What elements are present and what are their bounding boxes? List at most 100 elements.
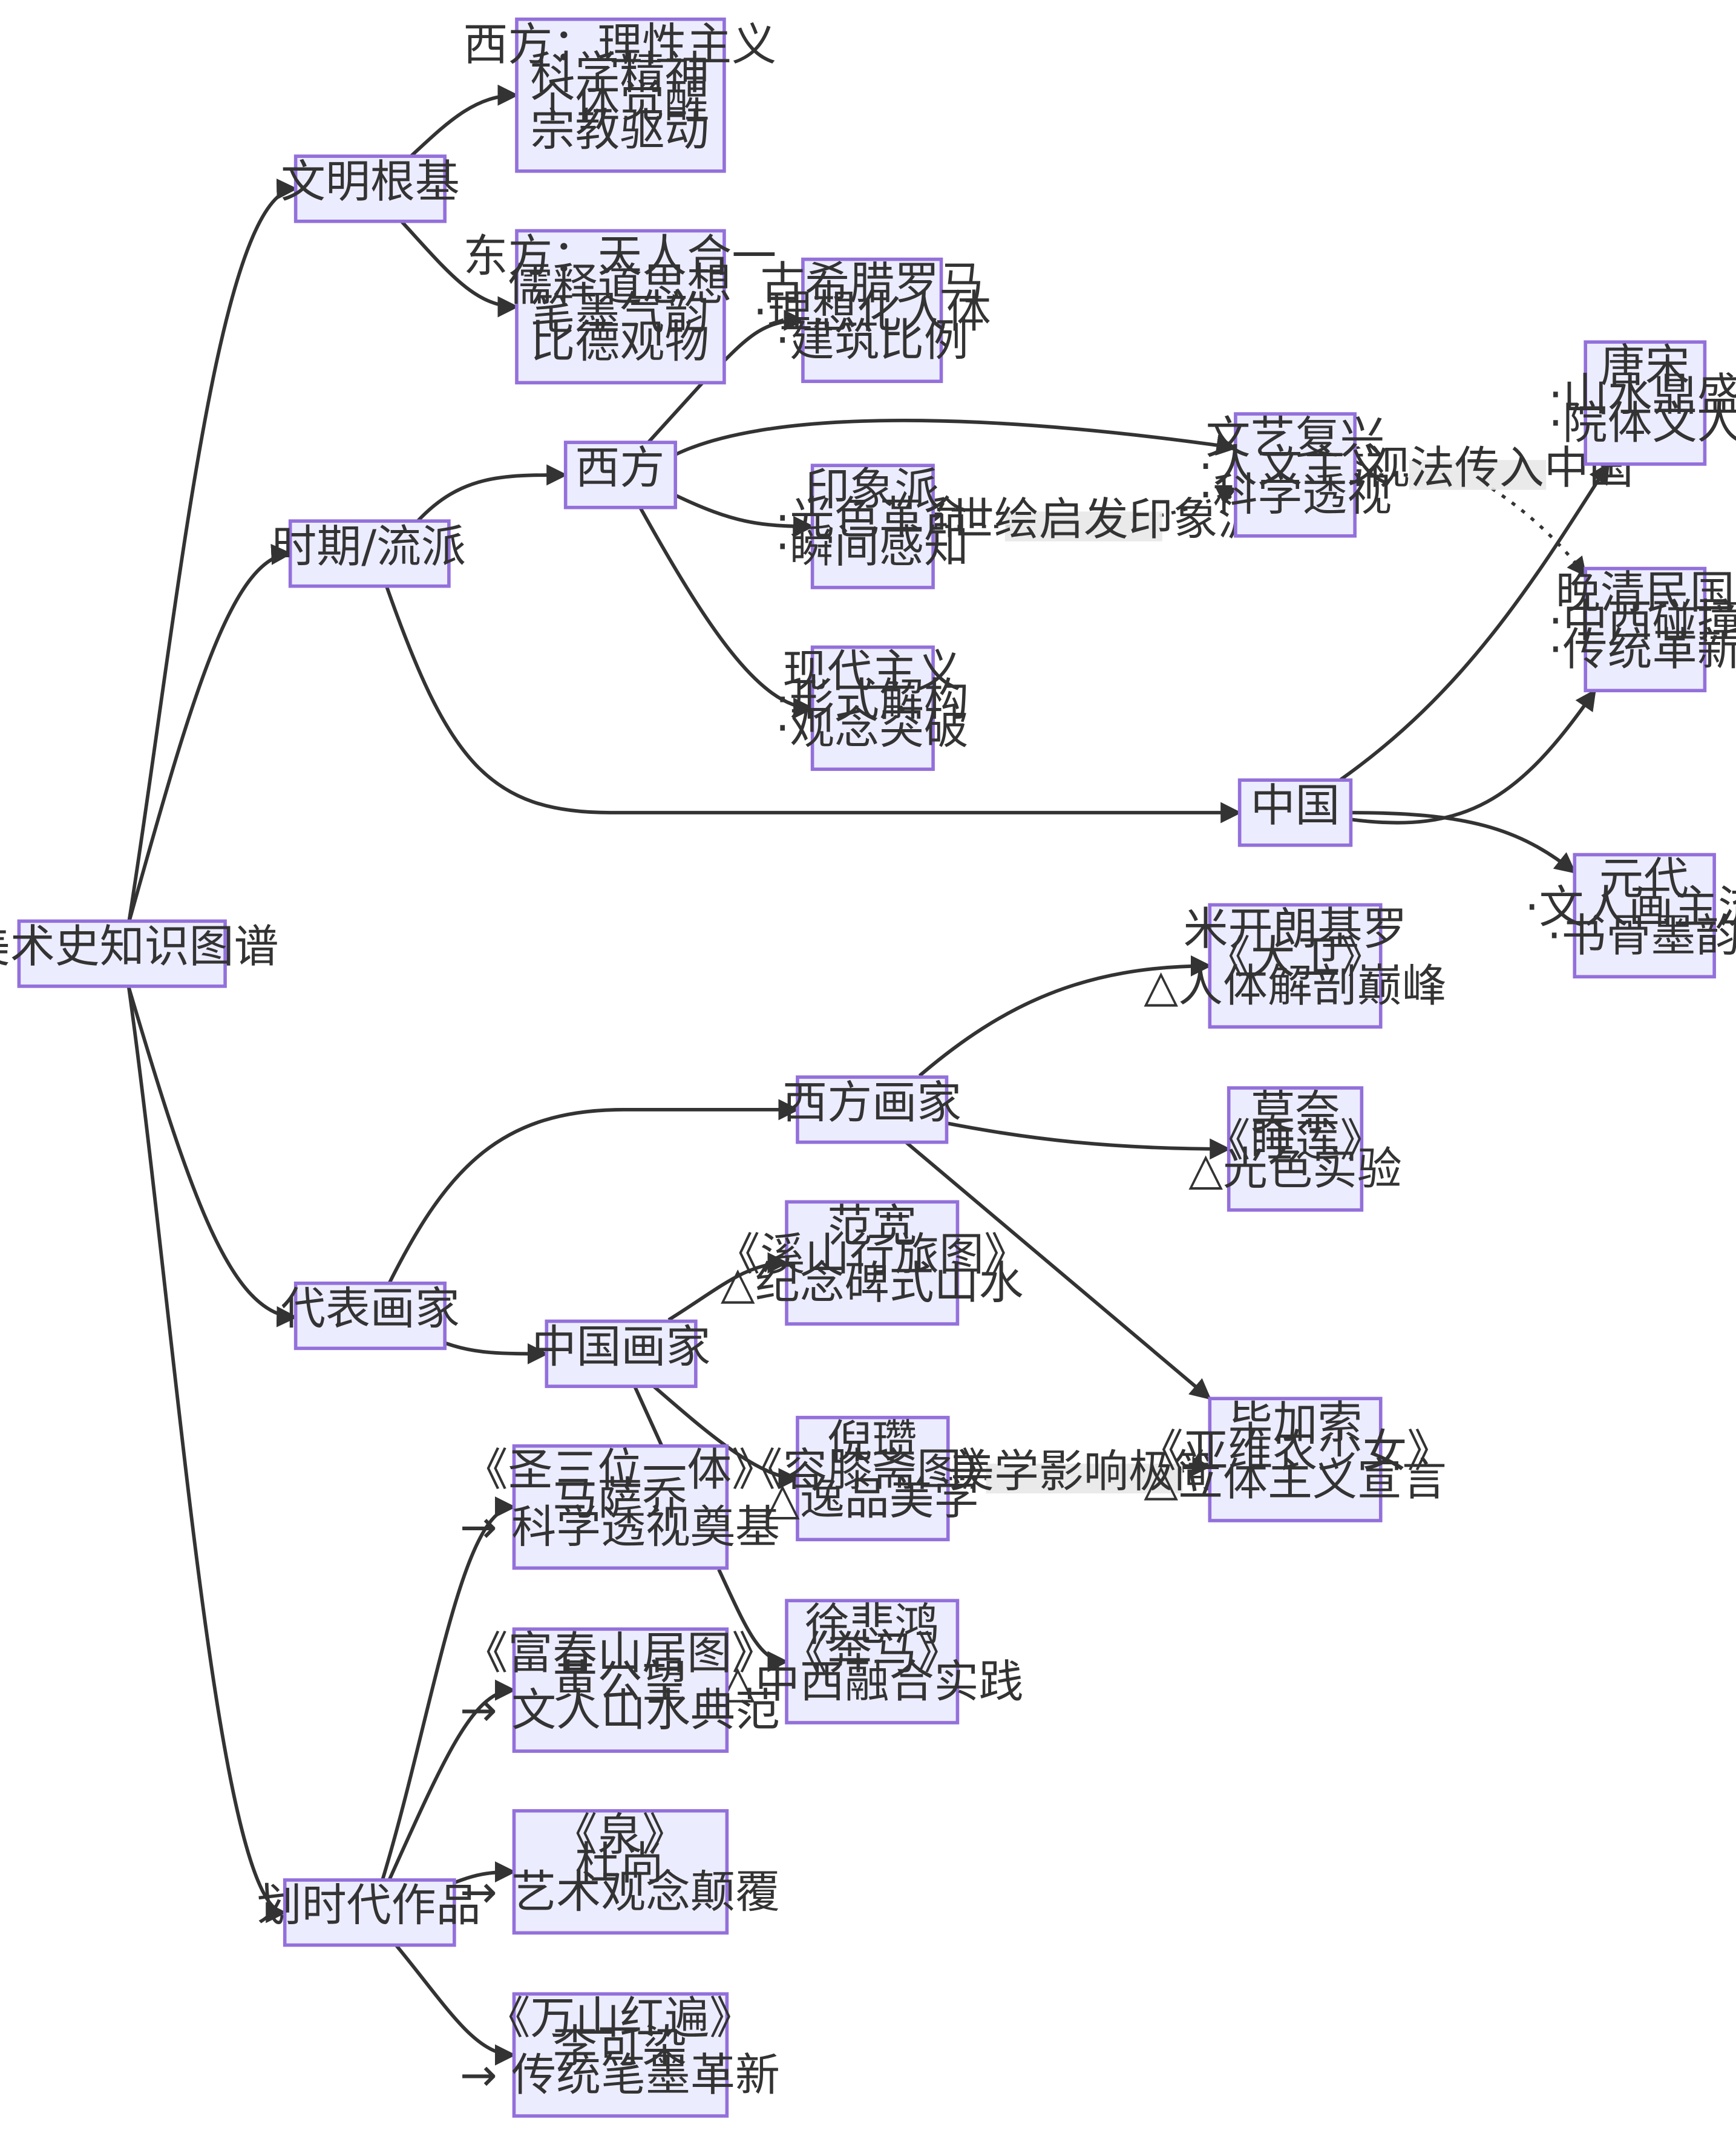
svg-text:代表画家: 代表画家 <box>281 1283 460 1335</box>
svg-text:比德观物: 比德观物 <box>530 316 709 368</box>
svg-text:·理想化人体: ·理想化人体 <box>753 286 991 338</box>
svg-text:《泉》: 《泉》 <box>552 1809 687 1861</box>
node-renaissance[interactable]: 文艺复兴 ·人文主义 ·科学透视 <box>1199 412 1392 538</box>
edge-cpainters-fankuan <box>667 1252 789 1322</box>
edge-wpainters-picasso <box>905 1141 1212 1400</box>
node-western-painters[interactable]: 西方画家 <box>782 1075 961 1144</box>
svg-text:△光色实验: △光色实验 <box>1188 1143 1402 1195</box>
svg-text:《大卫》: 《大卫》 <box>1206 931 1385 983</box>
svg-text:→ 文人山水典范: → 文人山水典范 <box>460 1684 780 1736</box>
edge-west-renaiss <box>674 418 1238 456</box>
node-ni-zan[interactable]: 倪瓒 《容膝斋图》 △逸品美学 <box>738 1416 1006 1542</box>
svg-text:浮世绘启发印象派: 浮世绘启发印象派 <box>905 494 1263 546</box>
svg-text:《富春山居图》: 《富春山居图》 <box>463 1627 776 1679</box>
svg-text:《溪山行旅图》: 《溪山行旅图》 <box>715 1228 1029 1280</box>
node-xu-beihong[interactable]: 徐悲鸿 《奔马》 △中西融合实践 <box>721 1599 1024 1724</box>
svg-text:·书骨墨韵: ·书骨墨韵 <box>1547 910 1736 962</box>
edge-china-lateqing <box>1351 689 1597 825</box>
node-root[interactable]: 美术史知识图谱 <box>0 919 279 988</box>
svg-text:个体觉醒: 个体觉醒 <box>530 76 709 128</box>
svg-text:现代主义: 现代主义 <box>782 646 961 698</box>
svg-text:△立体主义宣言: △立体主义宣言 <box>1144 1453 1447 1505</box>
svg-text:《圣三位一体》: 《圣三位一体》 <box>463 1444 776 1496</box>
node-painters[interactable]: 代表画家 <box>281 1281 460 1351</box>
node-works[interactable]: 划时代作品 <box>257 1878 481 1947</box>
svg-text:·传统革新: ·传统革新 <box>1548 624 1736 676</box>
edge-works-quan <box>453 1861 516 1885</box>
node-impressionism[interactable]: 印象派 ·光色革命 ·瞬间感知 <box>776 463 969 589</box>
edge-root-civ <box>127 178 298 923</box>
node-fountain[interactable]: 《泉》 杜尚 → 艺术观念颠覆 <box>460 1809 780 1935</box>
svg-text:儒释道思想: 儒释道思想 <box>508 259 732 311</box>
svg-text:《容膝斋图》: 《容膝斋图》 <box>738 1444 1006 1496</box>
edge-wpainters-monet <box>946 1121 1231 1160</box>
edge-cpainters-xu <box>633 1385 787 1662</box>
node-civ-east[interactable]: 东方：天人合一 儒释道思想 笔墨气韵 比德观物 <box>463 229 776 385</box>
node-greek-roman[interactable]: 古希腊罗马 ·理想化人体 ·建筑比例 <box>753 258 991 384</box>
svg-text:→ 传统笔墨革新: → 传统笔墨革新 <box>460 2049 780 2101</box>
svg-text:·形式解构: ·形式解构 <box>776 674 969 726</box>
node-fuchun[interactable]: 《富春山居图》 黄公望 → 文人山水典范 <box>460 1627 780 1753</box>
svg-text:《万山红遍》: 《万山红遍》 <box>485 1992 754 2044</box>
svg-text:黄公望: 黄公望 <box>552 1656 687 1708</box>
svg-text:·观念突破: ·观念突破 <box>776 703 969 755</box>
svg-text:倪瓒: 倪瓒 <box>827 1416 917 1468</box>
svg-text:毕加索: 毕加索 <box>1228 1397 1363 1449</box>
node-wanshan[interactable]: 《万山红遍》 李可染 → 传统笔墨革新 <box>460 1992 780 2118</box>
svg-text:东方：天人合一: 东方：天人合一 <box>463 231 776 283</box>
node-late-qing[interactable]: 晚清民国 ·中西碰撞 ·传统革新 <box>1548 567 1736 693</box>
node-michelangelo[interactable]: 米开朗基罗 《大卫》 △人体解剖巅峰 <box>1144 903 1447 1029</box>
edge-cpainters-nizan <box>652 1384 800 1489</box>
svg-text:笔墨气韵: 笔墨气韵 <box>530 287 709 339</box>
node-modernism[interactable]: 现代主义 ·形式解构 ·观念突破 <box>776 646 969 771</box>
svg-text:莫奈: 莫奈 <box>1251 1086 1340 1138</box>
svg-text:透视法传入中国: 透视法传入中国 <box>1320 442 1634 494</box>
node-picasso[interactable]: 毕加索 《亚维农少女》 △立体主义宣言 <box>1139 1397 1452 1522</box>
node-china[interactable]: 中国 <box>1237 778 1353 847</box>
edge-works-fuchun <box>387 1679 516 1881</box>
svg-text:《奔马》: 《奔马》 <box>782 1627 961 1679</box>
svg-text:宗教驱动: 宗教驱动 <box>530 104 709 156</box>
node-civ-west[interactable]: 西方：理性主义 科学精神 个体觉醒 宗教驱动 <box>463 17 776 173</box>
edge-china-yuan <box>1351 811 1576 874</box>
node-monet[interactable]: 莫奈 《睡莲》 △光色实验 <box>1188 1086 1402 1212</box>
edge-west-impress <box>674 493 815 537</box>
svg-text:科学精神: 科学精神 <box>530 47 709 99</box>
node-chinese-painters[interactable]: 中国画家 <box>532 1319 711 1388</box>
svg-text:·山水鼎盛: ·山水鼎盛 <box>1548 368 1736 421</box>
edge-root-works <box>127 987 287 1924</box>
svg-text:古希腊罗马: 古希腊罗马 <box>760 258 984 310</box>
node-fan-kuan[interactable]: 范宽 《溪山行旅图》 △纪念碑式山水 <box>715 1200 1029 1326</box>
svg-text:范宽: 范宽 <box>827 1200 917 1252</box>
edge-painters-wpainters <box>387 1099 800 1285</box>
svg-text:划时代作品: 划时代作品 <box>257 1879 481 1931</box>
svg-text:晚清民国: 晚清民国 <box>1556 567 1735 619</box>
edge-root-period <box>127 543 293 923</box>
node-period[interactable]: 时期/流派 <box>272 519 466 588</box>
svg-text:时期/流派: 时期/流派 <box>272 520 466 572</box>
node-tang-song[interactable]: 唐宋 ·山水鼎盛 ·院体文人 <box>1548 340 1736 466</box>
svg-text:杜尚: 杜尚 <box>575 1838 664 1890</box>
edge-period-west <box>416 464 568 523</box>
svg-text:美术史知识图谱: 美术史知识图谱 <box>0 921 279 973</box>
edge-period-china <box>385 585 1242 824</box>
edge-west-modern <box>638 506 815 719</box>
edge-works-trinity <box>381 1496 516 1881</box>
svg-text:西方画家: 西方画家 <box>782 1076 961 1128</box>
edge-painters-cpainters <box>444 1341 549 1364</box>
node-yuan[interactable]: 元代 ·文人画主流 ·书骨墨韵 <box>1525 853 1736 979</box>
svg-text:→ 艺术观念颠覆: → 艺术观念颠覆 <box>460 1866 780 1918</box>
svg-text:元代: 元代 <box>1599 853 1689 905</box>
node-civilization[interactable]: 文明根基 <box>281 154 460 223</box>
node-holy-trinity[interactable]: 《圣三位一体》 马萨乔 → 科学透视奠基 <box>460 1444 780 1570</box>
edge-nizan-picasso <box>948 1466 1210 1478</box>
edge-china-tangsong <box>1338 462 1610 782</box>
svg-text:·院体文人: ·院体文人 <box>1548 397 1736 449</box>
edge-root-painters <box>127 987 298 1328</box>
nodes: 美术史知识图谱 文明根基 时期/流派 代表画家 划时代作品 西方：理性主义 科学… <box>0 17 1736 2118</box>
edge-label-ukiyoe: 浮世绘启发印象派 <box>905 494 1263 546</box>
svg-text:△纪念碑式山水: △纪念碑式山水 <box>721 1257 1024 1309</box>
svg-text:西方：理性主义: 西方：理性主义 <box>463 19 776 71</box>
svg-text:·中西碰撞: ·中西碰撞 <box>1548 595 1736 647</box>
node-west[interactable]: 西方 <box>563 441 678 509</box>
